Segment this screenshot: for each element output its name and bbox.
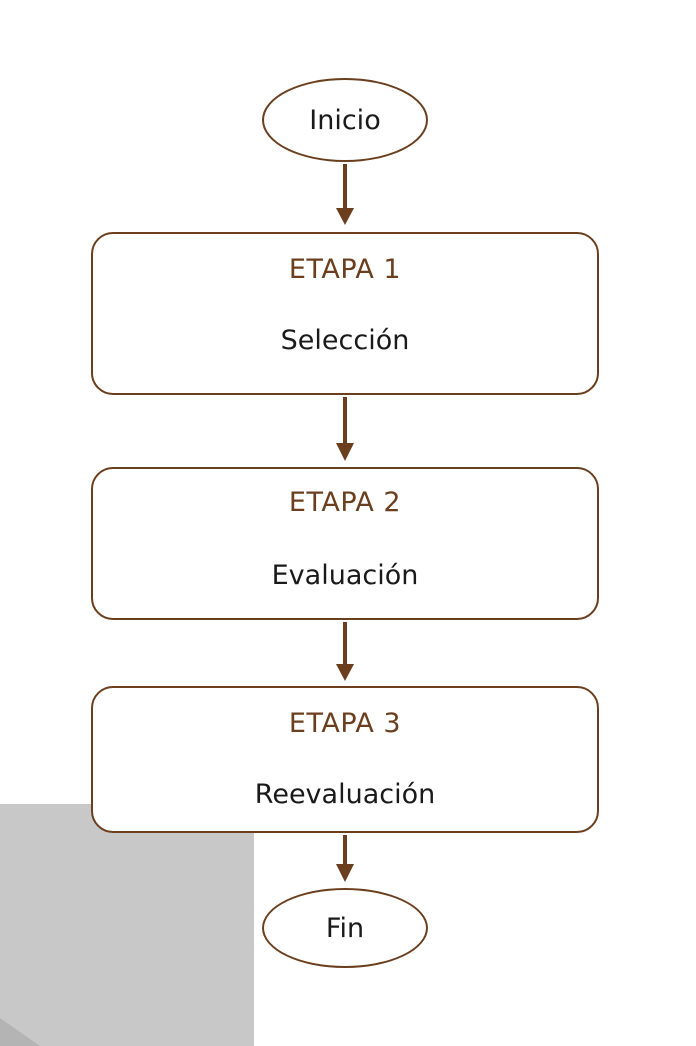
stage-title: ETAPA 1 <box>288 254 402 285</box>
stage-title: ETAPA 2 <box>288 487 402 518</box>
start-label: Inicio <box>309 104 381 136</box>
arrow-start-to-stage1 <box>336 164 354 225</box>
end-label: Fin <box>325 912 365 944</box>
arrow-stage1-to-stage2 <box>336 397 354 461</box>
start-terminal: Inicio <box>262 78 428 162</box>
stage-title: ETAPA 3 <box>288 708 402 739</box>
gray-corner-shape <box>0 1018 40 1046</box>
arrow-stage2-to-stage3 <box>336 622 354 681</box>
end-terminal: Fin <box>262 888 428 968</box>
arrow-stage3-to-end <box>336 835 354 882</box>
stage-name: Selección <box>280 325 410 356</box>
stage-box-3: ETAPA 3 Reevaluación <box>91 686 599 833</box>
stage-box-2: ETAPA 2 Evaluación <box>91 467 599 620</box>
stage-box-1: ETAPA 1 Selección <box>91 232 599 395</box>
stage-name: Reevaluación <box>254 779 436 810</box>
gray-overlay-block <box>0 804 254 1046</box>
stage-name: Evaluación <box>271 560 419 591</box>
